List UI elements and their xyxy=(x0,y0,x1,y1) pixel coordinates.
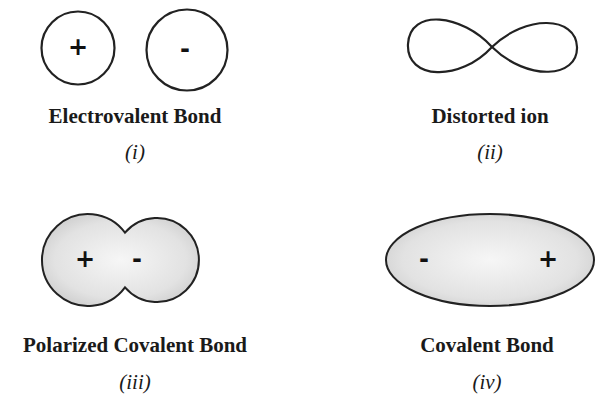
figure-number: (i) xyxy=(125,140,145,165)
distorted-ion-shape xyxy=(408,20,577,73)
charge-sign: - xyxy=(180,37,190,61)
charge-shape: + xyxy=(40,10,116,86)
covalent-bond-ellipse xyxy=(386,214,594,306)
figure-caption: Electrovalent Bond xyxy=(49,104,222,129)
charge-shape: -+ xyxy=(382,210,598,310)
figure-caption: Distorted ion xyxy=(431,104,548,129)
ion-circle xyxy=(42,12,115,85)
shape-outline xyxy=(38,210,202,310)
figure-caption: Covalent Bond xyxy=(420,333,554,358)
shape-outline xyxy=(382,210,598,310)
charge-sign: + xyxy=(538,247,558,271)
polarized-bond-shape xyxy=(42,214,199,306)
charge-shape: - xyxy=(145,8,229,92)
figure-number: (iii) xyxy=(119,370,151,395)
charge-sign: + xyxy=(75,247,95,271)
charge-sign: + xyxy=(68,35,88,59)
charge-sign: - xyxy=(132,247,142,271)
charge-sign: - xyxy=(419,247,429,271)
figure-caption: Polarized Covalent Bond xyxy=(23,333,247,358)
ion-circle xyxy=(147,10,228,91)
charge-shape: +- xyxy=(38,210,202,310)
figure-number: (iv) xyxy=(472,370,501,395)
figure-number: (ii) xyxy=(477,140,503,165)
